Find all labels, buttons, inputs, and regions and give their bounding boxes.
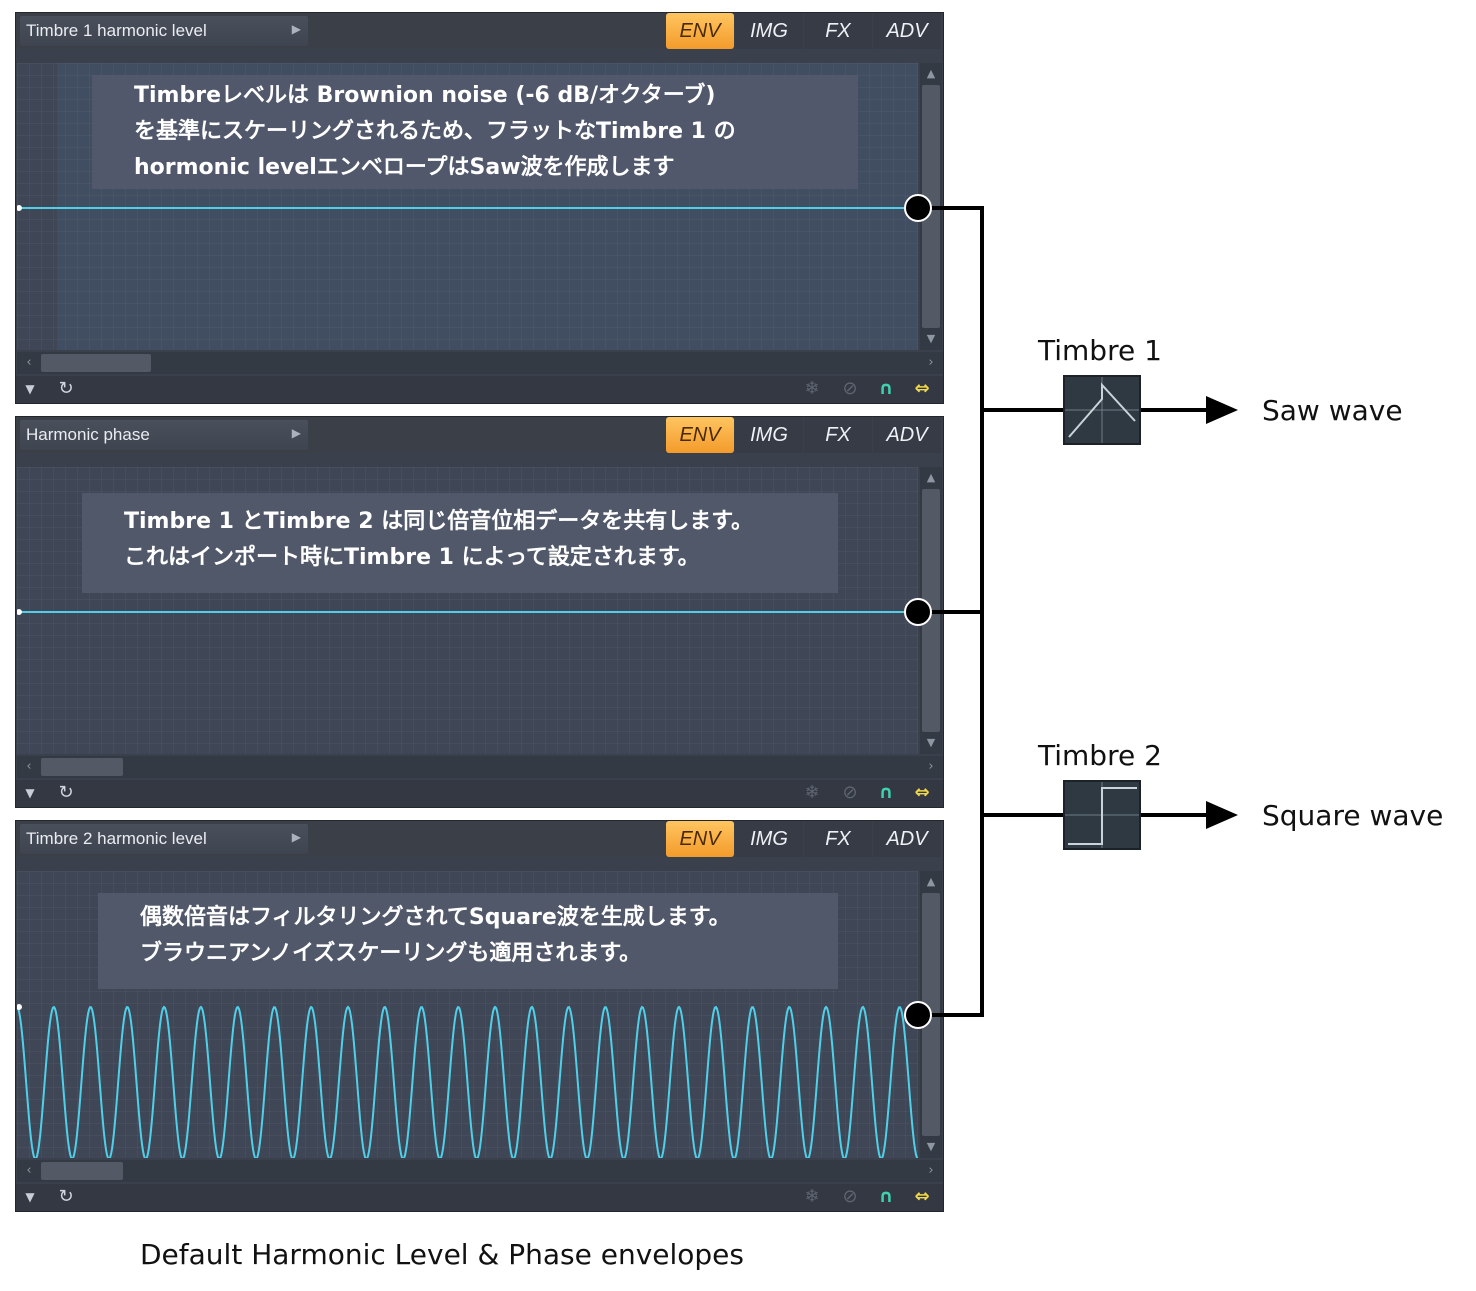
envelope-panel-timbre1-level: Timbre 1 harmonic level ▶ ENV IMG FX ADV… [15,12,944,404]
annotation-note: Timbreレベルは Brownion noise (-6 dB/オクターブ) … [92,75,858,189]
scroll-left-icon[interactable]: ‹ [26,355,32,370]
scroll-down-icon[interactable]: ▼ [926,332,936,345]
magnet-icon[interactable]: ∩ [878,1186,894,1207]
panel-titlebar: Timbre 2 harmonic level ▶ ENV IMG FX ADV [16,821,943,857]
envelope-title: Timbre 2 harmonic level [26,829,207,848]
horizontal-scrollbar[interactable]: ‹ › [17,352,943,374]
scroll-left-icon[interactable]: ‹ [26,1163,32,1178]
tab-env[interactable]: ENV [666,417,734,453]
reset-icon[interactable]: ↻ [58,1186,74,1207]
tab-env[interactable]: ENV [666,13,734,49]
magnet-icon[interactable]: ∩ [878,782,894,803]
scroll-thumb[interactable] [41,354,151,372]
panel-titlebar: Harmonic phase ▶ ENV IMG FX ADV [16,417,943,453]
scroll-up-icon[interactable]: ▲ [926,471,936,484]
tab-strip: ENV IMG FX ADV [665,417,941,453]
annotation-note: Timbre 1 とTimbre 2 は同じ倍音位相データを共有します。 これは… [82,493,838,593]
square-wave-glyph [1065,782,1139,848]
arrow-right-icon [1206,801,1238,829]
saw-wave-glyph [1065,377,1139,443]
connection-dot [904,194,932,222]
timbre1-label: Timbre 1 [1038,334,1162,367]
scroll-thumb[interactable] [41,758,123,776]
square-wave-icon [1063,780,1141,850]
scroll-right-icon[interactable]: › [928,759,934,774]
link-icon[interactable]: ⊘ [842,782,858,803]
horizontal-scrollbar[interactable]: ‹ › [17,1160,943,1182]
envelope-selector[interactable]: Timbre 2 harmonic level ▶ [20,824,308,854]
panel-toolbar: ▼ ↻ ❄ ⊘ ∩ ⇔ [16,376,943,403]
reset-icon[interactable]: ↻ [58,378,74,399]
menu-triangle-icon[interactable]: ▼ [25,1190,35,1204]
envelope-start-point[interactable] [17,1004,22,1010]
snowflake-icon[interactable]: ❄ [804,378,820,399]
panel-toolbar: ▼ ↻ ❄ ⊘ ∩ ⇔ [16,1184,943,1211]
tab-fx[interactable]: FX [804,417,872,453]
envelope-selector[interactable]: Harmonic phase ▶ [20,420,308,450]
saw-wave-icon [1063,375,1141,445]
note-line: Timbreレベルは Brownion noise (-6 dB/オクターブ) [134,83,716,108]
reset-icon[interactable]: ↻ [58,782,74,803]
panel-titlebar: Timbre 1 harmonic level ▶ ENV IMG FX ADV [16,13,943,49]
envelope-start-point[interactable] [17,609,22,615]
arrow-right-icon [1206,396,1238,424]
tab-adv[interactable]: ADV [873,821,941,857]
envelope-selector[interactable]: Timbre 1 harmonic level ▶ [20,16,308,46]
tab-fx[interactable]: FX [804,13,872,49]
tab-adv[interactable]: ADV [873,417,941,453]
link-icon[interactable]: ⊘ [842,378,858,399]
envelope-title: Harmonic phase [26,425,150,444]
envelope-plot [17,609,918,615]
envelope-panel-timbre2-level: Timbre 2 harmonic level ▶ ENV IMG FX ADV… [15,820,944,1212]
tab-strip: ENV IMG FX ADV [665,821,941,857]
double-arrow-icon[interactable]: ⇔ [914,378,930,399]
tab-img[interactable]: IMG [735,417,803,453]
scroll-right-icon[interactable]: › [928,1163,934,1178]
figure-caption: Default Harmonic Level & Phase envelopes [140,1238,744,1271]
scroll-thumb[interactable] [41,1162,123,1180]
scroll-right-icon[interactable]: › [928,355,934,370]
note-line: これはインポート時にTimbre 1 によって設定されます。 [124,545,700,570]
snowflake-icon[interactable]: ❄ [804,1186,820,1207]
tab-adv[interactable]: ADV [873,13,941,49]
envelope-plot [17,1004,918,1158]
annotation-note: 偶数倍音はフィルタリングされてSquare波を生成します。 ブラウニアンノイズス… [98,893,838,989]
tab-img[interactable]: IMG [735,821,803,857]
scroll-up-icon[interactable]: ▲ [926,67,936,80]
tab-env[interactable]: ENV [666,821,734,857]
connection-dot [904,598,932,626]
magnet-icon[interactable]: ∩ [878,378,894,399]
scroll-down-icon[interactable]: ▼ [926,1140,936,1153]
tab-strip: ENV IMG FX ADV [665,13,941,49]
menu-triangle-icon[interactable]: ▼ [25,382,35,396]
double-arrow-icon[interactable]: ⇔ [914,1186,930,1207]
envelope-title: Timbre 1 harmonic level [26,21,207,40]
tab-fx[interactable]: FX [804,821,872,857]
note-line: 偶数倍音はフィルタリングされてSquare波を生成します。 [140,905,731,930]
note-line: ブラウニアンノイズスケーリングも適用されます。 [140,941,642,966]
note-line: hormonic levelエンベロープはSaw波を作成します [134,155,675,180]
snowflake-icon[interactable]: ❄ [804,782,820,803]
note-line: Timbre 1 とTimbre 2 は同じ倍音位相データを共有します。 [124,509,754,534]
note-line: を基準にスケーリングされるため、フラットなTimbre 1 の [134,119,736,144]
scroll-up-icon[interactable]: ▲ [926,875,936,888]
menu-triangle-icon[interactable]: ▼ [25,786,35,800]
chevron-right-icon: ▶ [291,426,301,440]
chevron-right-icon: ▶ [291,22,301,36]
double-arrow-icon[interactable]: ⇔ [914,782,930,803]
saw-wave-label: Saw wave [1262,394,1403,427]
envelope-start-point[interactable] [17,205,22,211]
square-wave-label: Square wave [1262,799,1444,832]
link-icon[interactable]: ⊘ [842,1186,858,1207]
tab-img[interactable]: IMG [735,13,803,49]
horizontal-scrollbar[interactable]: ‹ › [17,756,943,778]
envelope-line [17,1005,918,1158]
scroll-down-icon[interactable]: ▼ [926,736,936,749]
panel-toolbar: ▼ ↻ ❄ ⊘ ∩ ⇔ [16,780,943,807]
chevron-right-icon: ▶ [291,830,301,844]
connection-dot [904,1001,932,1029]
scroll-left-icon[interactable]: ‹ [26,759,32,774]
timbre2-label: Timbre 2 [1038,739,1162,772]
